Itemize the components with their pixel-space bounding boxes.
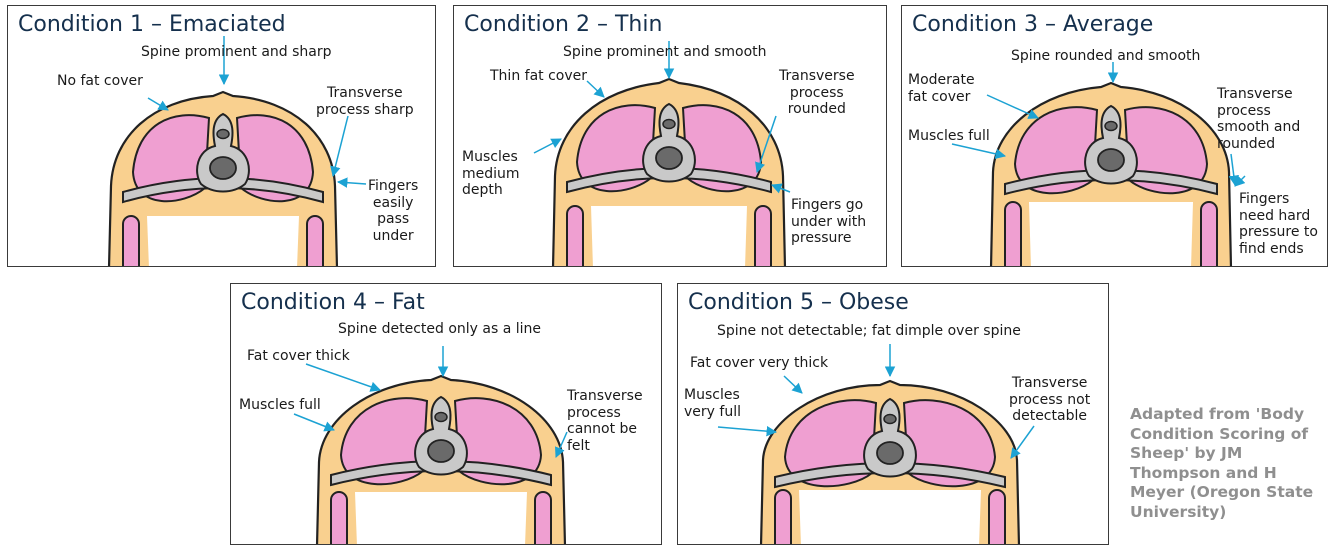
pointer-arrow bbox=[1235, 176, 1245, 186]
vertebral-body bbox=[210, 157, 236, 179]
left-rib bbox=[331, 492, 347, 545]
fat-cover-label: Fat cover very thick bbox=[690, 355, 828, 372]
pointer-arrow bbox=[333, 116, 348, 176]
condition-1-panel: Condition 1 – Emaciated Spine prominent … bbox=[7, 5, 436, 267]
spine-label: Spine rounded and smooth bbox=[1011, 48, 1200, 65]
vertebral-body bbox=[428, 440, 454, 462]
panel-title: Condition 3 – Average bbox=[912, 12, 1153, 37]
condition-5-panel: Condition 5 – Obese Spine not detectable… bbox=[677, 283, 1109, 545]
vertebral-body bbox=[1098, 149, 1124, 171]
panel-title: Condition 5 – Obese bbox=[688, 290, 909, 315]
right-rib bbox=[1201, 202, 1217, 267]
pointer-arrow bbox=[338, 182, 366, 184]
body-cavity bbox=[1029, 202, 1193, 267]
spine-label: Spine prominent and smooth bbox=[563, 44, 767, 61]
pointer-arrow bbox=[294, 414, 334, 430]
right-rib bbox=[989, 490, 1005, 545]
left-rib bbox=[1005, 202, 1021, 267]
condition-3-panel: Condition 3 – Average Spine rounded and … bbox=[901, 5, 1328, 267]
condition-4-panel: Condition 4 – Fat Spine detected only as… bbox=[230, 283, 662, 545]
body-cavity bbox=[147, 216, 299, 267]
fat-cover-label: Fat cover thick bbox=[247, 348, 350, 365]
transverse-process-label: Transverse process not detectable bbox=[1009, 375, 1090, 425]
pointer-arrow bbox=[306, 364, 380, 390]
pointer-arrow bbox=[987, 95, 1038, 118]
pointer-arrow bbox=[148, 98, 168, 110]
spine-label: Spine prominent and sharp bbox=[141, 44, 332, 61]
spinal-canal bbox=[435, 413, 447, 422]
spinal-canal bbox=[1105, 122, 1117, 131]
muscles-label: Muscles full bbox=[908, 128, 990, 145]
fingers-label: Fingers easily pass under bbox=[368, 178, 418, 244]
condition-2-panel: Condition 2 – Thin Spine prominent and s… bbox=[453, 5, 887, 267]
pointer-arrow bbox=[587, 81, 604, 97]
fat-cover-label: Moderate fat cover bbox=[908, 72, 975, 105]
pointer-arrow bbox=[784, 376, 802, 393]
left-rib bbox=[775, 490, 791, 545]
vertebral-body bbox=[877, 442, 903, 464]
fingers-label: Fingers need hard pressure to find ends bbox=[1239, 191, 1318, 257]
pointer-arrow bbox=[718, 427, 776, 432]
panel-title: Condition 4 – Fat bbox=[241, 290, 425, 315]
transverse-process-label: Transverse process smooth and rounded bbox=[1217, 86, 1300, 152]
transverse-process-label: Transverse process cannot be felt bbox=[567, 388, 643, 454]
body-cavity bbox=[355, 492, 527, 545]
spinal-canal bbox=[663, 120, 675, 129]
source-credit: Adapted from 'Body Condition Scoring of … bbox=[1130, 405, 1325, 522]
vertebral-body bbox=[656, 147, 682, 169]
left-rib bbox=[123, 216, 139, 267]
spinal-canal bbox=[217, 130, 229, 139]
spine-label: Spine not detectable; fat dimple over sp… bbox=[717, 323, 1021, 340]
pointer-arrow bbox=[1011, 426, 1034, 458]
fat-cover-label: No fat cover bbox=[57, 73, 143, 90]
transverse-process-label: Transverse process rounded bbox=[779, 68, 855, 118]
spine-label: Spine detected only as a line bbox=[338, 321, 541, 338]
panel-title: Condition 1 – Emaciated bbox=[18, 12, 286, 37]
body-cavity bbox=[591, 206, 747, 267]
muscles-label: Muscles medium depth bbox=[462, 149, 520, 199]
right-rib bbox=[535, 492, 551, 545]
fat-cover-label: Thin fat cover bbox=[490, 68, 587, 85]
right-rib bbox=[307, 216, 323, 267]
transverse-process-label: Transverse process sharp bbox=[316, 85, 414, 118]
body-cavity bbox=[799, 490, 981, 545]
fingers-label: Fingers go under with pressure bbox=[791, 197, 866, 247]
pointer-arrow bbox=[1231, 154, 1235, 185]
spinal-canal bbox=[884, 415, 896, 424]
right-rib bbox=[755, 206, 771, 267]
panel-title: Condition 2 – Thin bbox=[464, 12, 662, 37]
muscles-label: Muscles full bbox=[239, 397, 321, 414]
muscles-label: Muscles very full bbox=[684, 387, 741, 420]
left-rib bbox=[567, 206, 583, 267]
pointer-arrow bbox=[534, 139, 561, 153]
